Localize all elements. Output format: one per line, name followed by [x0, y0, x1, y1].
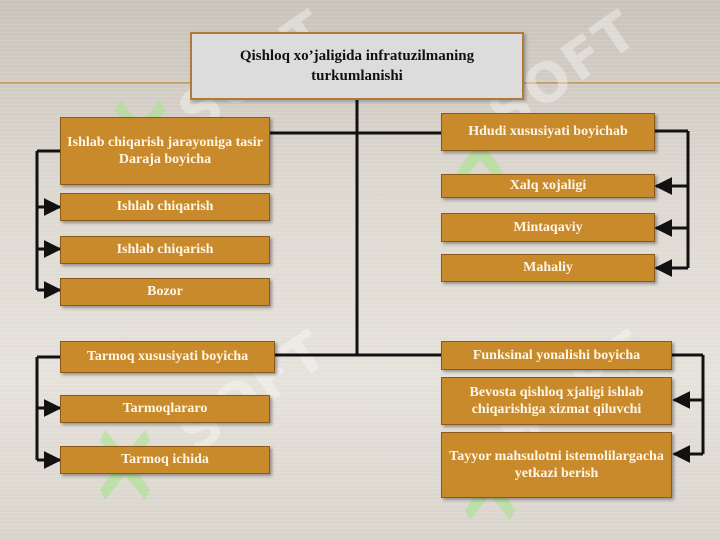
group-item-bottom-left-1: Tarmoqlararo	[60, 395, 270, 423]
group-header-top-left: Ishlab chiqarish jarayoniga tasir Daraja…	[60, 117, 270, 185]
group-item-bottom-right-1: Bevosta qishloq xjaligi ishlab chiqarish…	[441, 377, 672, 425]
group-item-top-right-2: Mintaqaviy	[441, 213, 655, 242]
diagram-title: Qishloq xo’jaligida infratuzilmaning tur…	[190, 32, 524, 100]
group-item-bottom-right-2: Tayyor mahsulotni istemolilargacha yetka…	[441, 432, 672, 498]
group-item-top-right-3: Mahaliy	[441, 254, 655, 282]
group-item-top-left-1: Ishlab chiqarish	[60, 193, 270, 221]
group-item-bottom-left-2: Tarmoq ichida	[60, 446, 270, 474]
group-header-bottom-left: Tarmoq xususiyati boyicha	[60, 341, 275, 373]
group-item-top-left-3: Bozor	[60, 278, 270, 306]
group-item-top-right-1: Xalq xojaligi	[441, 174, 655, 198]
group-header-top-right: Hdudi xususiyati boyichab	[441, 113, 655, 151]
group-header-bottom-right: Funksinal yonalishi boyicha	[441, 341, 672, 370]
group-item-top-left-2: Ishlab chiqarish	[60, 236, 270, 264]
